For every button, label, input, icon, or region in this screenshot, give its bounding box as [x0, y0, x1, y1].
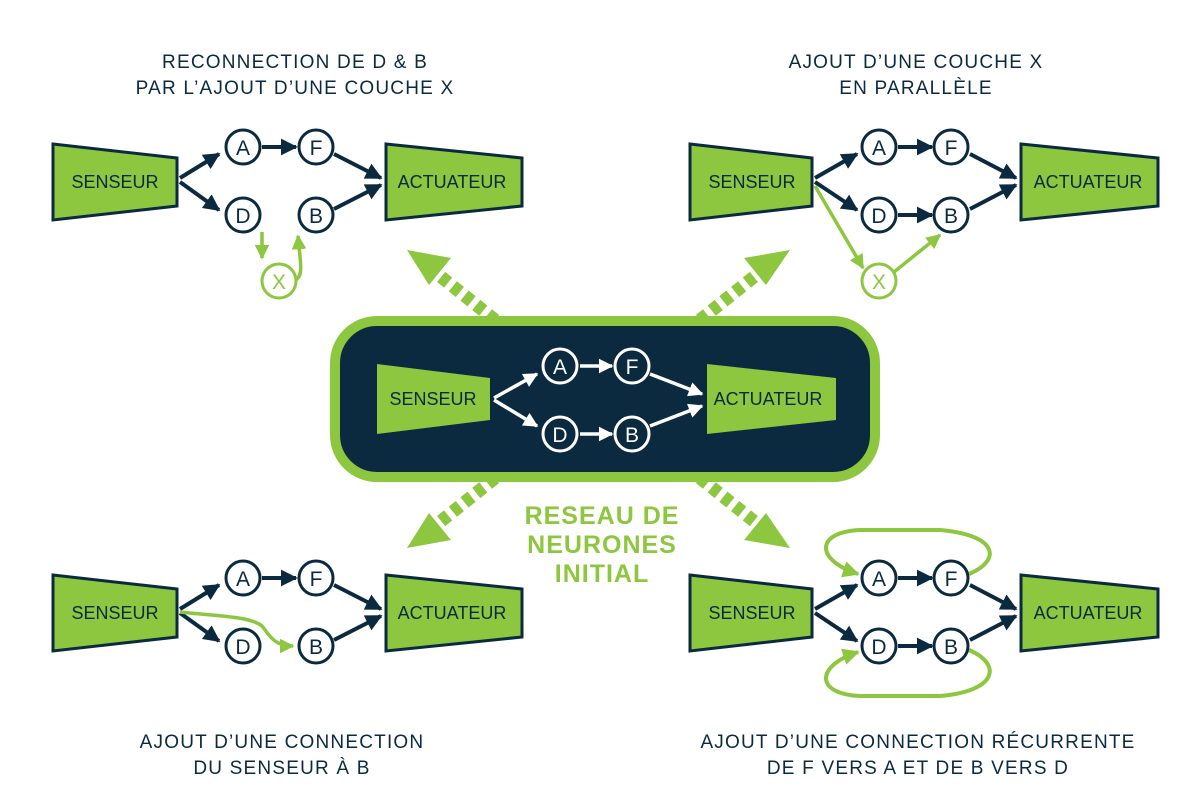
svg-text:ACTUATEUR: ACTUATEUR — [398, 603, 507, 623]
svg-text:F: F — [310, 137, 323, 160]
bottom-right-caption-line-1: AJOUT D’UNE CONNECTION RÉCURRENTE — [700, 732, 1135, 753]
svg-text:D: D — [235, 636, 250, 659]
svg-text:ACTUATEUR: ACTUATEUR — [1034, 172, 1143, 192]
top-right-sensor: SENSEUR — [688, 142, 814, 222]
dashed-arrow-bottom-right — [695, 472, 790, 548]
bottom-right-node-f: F — [932, 559, 970, 597]
bottom-right-node-a: A — [860, 559, 898, 597]
initial-title-line-3: INITIAL — [555, 560, 650, 588]
top-left-caption-line-2: PAR L’AJOUT D’UNE COUCHE X — [136, 78, 455, 99]
top-left-actuator: ACTUATEUR — [384, 142, 524, 222]
initial-title-line-2: NEURONES — [527, 531, 677, 559]
svg-text:F: F — [626, 356, 639, 379]
svg-text:A: A — [872, 568, 886, 591]
center-node-d: D — [541, 415, 579, 453]
center-panel-frame — [330, 316, 880, 482]
top-left-edges — [178, 138, 383, 212]
top-left-node-b: B — [297, 196, 335, 234]
svg-text:D: D — [871, 636, 886, 659]
svg-text:X: X — [272, 271, 286, 294]
bottom-left-node-b: B — [297, 627, 335, 665]
initial-network-title: RESEAU DE NEURONES INITIAL — [525, 502, 680, 588]
svg-text:B: B — [309, 636, 323, 659]
bottom-right-actuator: ACTUATEUR — [1019, 573, 1160, 653]
center-sensor-label: SENSEUR — [389, 389, 476, 409]
top-right-caption-line-2: EN PARALLÈLE — [839, 78, 992, 99]
svg-text:F: F — [945, 137, 958, 160]
top-right-actuator: ACTUATEUR — [1019, 142, 1160, 222]
center-node-a: A — [541, 347, 579, 385]
top-left-caption-line-1: RECONNECTION DE D & B — [162, 52, 428, 73]
dashed-arrow-top-left — [407, 250, 500, 326]
svg-text:A: A — [872, 137, 886, 160]
svg-text:ACTUATEUR: ACTUATEUR — [398, 172, 507, 192]
svg-text:F: F — [945, 568, 958, 591]
center-sensor: SENSEUR — [377, 364, 490, 434]
top-left-node-d: D — [224, 196, 262, 234]
top-right-node-f: F — [932, 128, 970, 166]
dashed-arrow-bottom-left — [407, 472, 500, 548]
svg-text:A: A — [236, 137, 250, 160]
top-left-node-x: X — [260, 262, 298, 300]
bottom-left-node-d: D — [224, 627, 262, 665]
bottom-right-edges — [813, 569, 1018, 655]
svg-text:B: B — [944, 205, 958, 228]
top-left-sensor: SENSEUR — [51, 142, 179, 222]
bottom-left-new-edge — [179, 610, 295, 654]
variant-bottom-right: SENSEUR ACTUATEUR A F D — [688, 528, 1160, 779]
top-right-node-d: D — [860, 196, 898, 234]
top-left-node-f: F — [297, 128, 335, 166]
bottom-left-actuator: ACTUATEUR — [384, 573, 524, 653]
top-right-node-a: A — [860, 128, 898, 166]
bottom-left-node-f: F — [297, 559, 335, 597]
initial-title-line-1: RESEAU DE — [525, 502, 680, 530]
initial-network-panel: SENSEUR ACTUATEUR A F D B — [330, 316, 880, 482]
variant-top-right: AJOUT D’UNE COUCHE X EN PARALLÈLE SENSEU… — [688, 52, 1160, 300]
svg-text:SENSEUR: SENSEUR — [708, 172, 795, 192]
svg-text:D: D — [235, 205, 250, 228]
svg-text:B: B — [309, 205, 323, 228]
svg-text:A: A — [236, 568, 250, 591]
bottom-right-caption-line-2: DE F VERS A ET DE B VERS D — [767, 758, 1069, 779]
top-right-node-x: X — [860, 262, 898, 300]
svg-text:SENSEUR: SENSEUR — [708, 603, 795, 623]
svg-text:D: D — [871, 205, 886, 228]
top-right-x-edges — [813, 185, 942, 274]
bottom-left-caption-line-1: AJOUT D’UNE CONNECTION — [140, 732, 425, 753]
bottom-left-caption-line-2: DU SENSEUR À B — [193, 758, 370, 779]
svg-text:A: A — [553, 356, 567, 379]
center-node-b: B — [613, 415, 651, 453]
bottom-right-node-d: D — [860, 627, 898, 665]
svg-text:X: X — [872, 271, 886, 294]
svg-text:ACTUATEUR: ACTUATEUR — [1034, 603, 1143, 623]
svg-text:F: F — [310, 568, 323, 591]
center-actuator: ACTUATEUR — [707, 364, 836, 434]
variant-top-left: RECONNECTION DE D & B PAR L’AJOUT D’UNE … — [51, 52, 524, 300]
svg-text:SENSEUR: SENSEUR — [71, 172, 158, 192]
center-actuator-label: ACTUATEUR — [714, 389, 823, 409]
svg-text:SENSEUR: SENSEUR — [71, 603, 158, 623]
svg-text:D: D — [552, 424, 567, 447]
bottom-left-node-a: A — [224, 559, 262, 597]
bottom-left-edges — [178, 569, 383, 643]
top-left-node-a: A — [224, 128, 262, 166]
bottom-right-node-b: B — [932, 627, 970, 665]
variant-bottom-left: SENSEUR ACTUATEUR A F D — [51, 559, 524, 779]
bottom-left-sensor: SENSEUR — [51, 573, 179, 653]
bottom-right-recurrent-edges — [824, 528, 992, 698]
top-right-edges — [813, 138, 1018, 224]
svg-text:B: B — [944, 636, 958, 659]
top-right-node-b: B — [932, 196, 970, 234]
svg-text:B: B — [625, 424, 639, 447]
center-edges — [493, 358, 704, 442]
top-right-caption-line-1: AJOUT D’UNE COUCHE X — [789, 52, 1044, 73]
dashed-arrow-top-right — [695, 250, 790, 326]
bottom-right-sensor: SENSEUR — [688, 573, 814, 653]
center-node-f: F — [613, 347, 651, 385]
